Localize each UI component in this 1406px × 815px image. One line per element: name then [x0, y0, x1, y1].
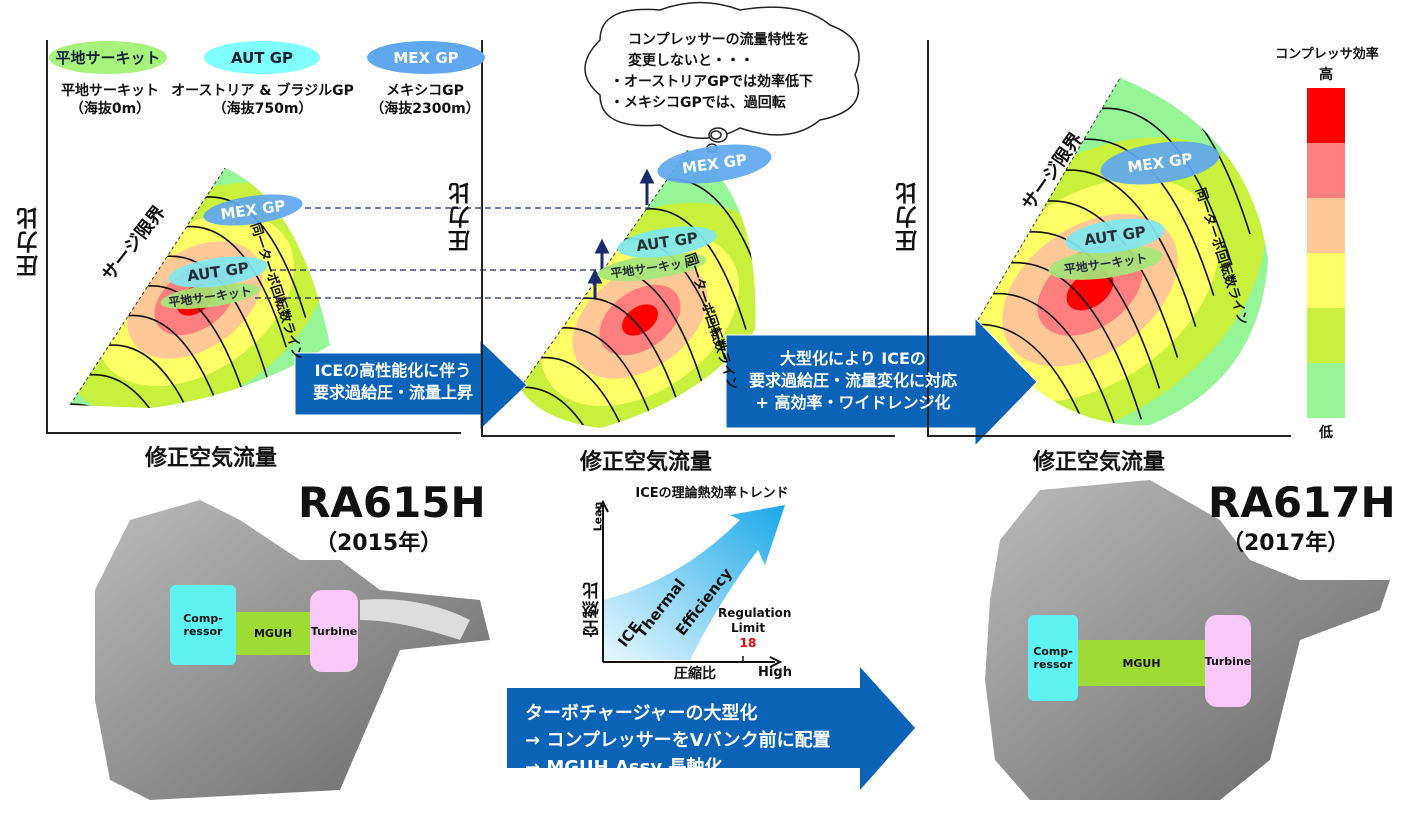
speed-line [103, 344, 210, 408]
arrow-1 [294, 338, 528, 432]
arrow-2-line: 要求過給圧・流量変化に対応 [748, 371, 957, 390]
speed-line [181, 225, 288, 348]
speed-line [577, 297, 684, 419]
speed-line [988, 292, 1124, 426]
colorbar-band [1307, 88, 1345, 143]
speed-line [535, 356, 642, 428]
arrow-1-text: ICEの高性能化に伴う要求過給圧・流量上昇 [298, 360, 488, 404]
legend-mex-alt: （海抜2300m） [370, 101, 480, 117]
speed-line [70, 403, 171, 408]
legend-pill-flat: 平地サーキット [49, 41, 167, 74]
arrow-3-line: → コンプレッサーをVバンク前に配置 [525, 730, 831, 751]
map3-x-label: 修正空気流量 [1033, 450, 1166, 475]
colorbar-title: コンプレッサ効率 [1275, 47, 1379, 62]
trend-y-label: 空燃比 [583, 580, 603, 637]
cloud-line: 変更しないと・・・ [628, 53, 754, 69]
map2-y-label: 圧力比 [449, 180, 474, 252]
speed-line [1006, 261, 1143, 420]
speed-line [84, 373, 191, 408]
limit-value: 18 [739, 636, 757, 650]
map1-y-label: 圧力比 [17, 205, 42, 277]
legend-flat-name: 平地サーキット [61, 83, 159, 99]
cloud-line: コンプレッサーの流量特性を [628, 32, 810, 48]
engine-right-model: RA617H [1208, 478, 1396, 527]
map1-y-axis [46, 40, 48, 433]
left-mguh: MGUH [236, 612, 310, 655]
speed-line [975, 323, 1106, 426]
arrow-2 [725, 316, 1038, 448]
arrow-3 [507, 667, 915, 790]
colorbar-low: 低 [1319, 425, 1333, 441]
map1-x-axis [46, 432, 461, 434]
cloud-text: コンプレッサーの流量特性を 変更しないと・・・ ・オーストリアGPでは効率低下 … [610, 30, 850, 114]
map3-x-axis [927, 435, 1291, 437]
colorbar-band [1307, 143, 1345, 198]
engine-left-year: （2015年） [315, 531, 443, 556]
legend-aut-alt: （海抜750m） [212, 101, 313, 117]
legend-flat-alt: （海抜0m） [69, 101, 151, 117]
arrow-1-line: ICEの高性能化に伴う [314, 361, 472, 380]
legend-aut-desc: オーストリア & ブラジルGP （海抜750m） [165, 82, 360, 118]
level-lines [255, 207, 650, 299]
colorbar-high: 高 [1319, 67, 1333, 83]
colorbar-band [1307, 253, 1345, 308]
right-turbine: Turbine [1205, 615, 1251, 707]
colorbar-band [1307, 363, 1345, 418]
legend-pill-mex: MEX GP [367, 41, 485, 74]
left-turbine: Turbine [310, 590, 358, 672]
right-mguh: MGUH [1078, 640, 1205, 686]
surge-line [69, 167, 226, 406]
limit-line: Regulation [718, 606, 792, 620]
map2-y-axis [481, 40, 483, 437]
trend-x-end: High [758, 665, 792, 680]
map3-y-label: 圧力比 [896, 180, 921, 252]
trend-chart [597, 499, 785, 668]
arrow-3-text: ターボチャージャーの大型化 → コンプレッサーをVバンク前に配置 → MGUH As… [525, 700, 885, 781]
legend-aut-name: オーストリア & ブラジルGP [171, 83, 354, 99]
engine-right-year: （2017年） [1222, 531, 1350, 556]
arrow-2-text: 大型化により ICEの要求過給圧・流量変化に対応 + 高効率・ワイドレンジ化 [728, 348, 978, 414]
trend-x-label: 圧縮比 [674, 666, 716, 682]
arrow-2-line: + 高効率・ワイドレンジ化 [755, 393, 951, 412]
legend-flat-desc: 平地サーキット （海抜0m） [50, 82, 170, 118]
speed-line [142, 284, 249, 407]
cloud-line: ・オーストリアGPでは効率低下 [610, 74, 814, 90]
colorbar-band [1307, 198, 1345, 253]
legend-pill-aut: AUT GP [204, 41, 320, 74]
map3-y-axis [927, 40, 929, 437]
legend-mex-desc: メキシコGP （海抜2300m） [365, 82, 485, 118]
engine-left-model: RA615H [298, 478, 486, 527]
left-compressor: Comp- ressor [170, 585, 236, 665]
map2-x-axis [481, 435, 895, 437]
speed-line [520, 386, 621, 428]
speed-line [1060, 169, 1197, 327]
arrow-3-line: → MGUH Assy 長軸化 [525, 757, 723, 778]
limit-line: Limit [730, 621, 766, 635]
arrow-3-line: ターボチャージャーの大型化 [525, 703, 758, 724]
map1-x-label: 修正空気流量 [145, 446, 278, 471]
efficiency-contour [621, 304, 659, 336]
trend-title: ICEの理論熱効率トレンド [635, 486, 789, 501]
map2-x-label: 修正空気流量 [580, 450, 713, 475]
arrow-1-line: 要求過給圧・流量上昇 [312, 383, 473, 402]
cloud-line: ・メキシコGPでは、過回転 [610, 95, 786, 111]
trend-y-end: Lean [591, 501, 605, 532]
colorbar-band [1307, 308, 1345, 363]
legend-mex-name: メキシコGP [386, 83, 464, 99]
rise-arrows [587, 168, 655, 298]
right-compressor: Comp- ressor [1028, 615, 1078, 701]
arrow-2-line: 大型化により ICEの [780, 349, 926, 368]
